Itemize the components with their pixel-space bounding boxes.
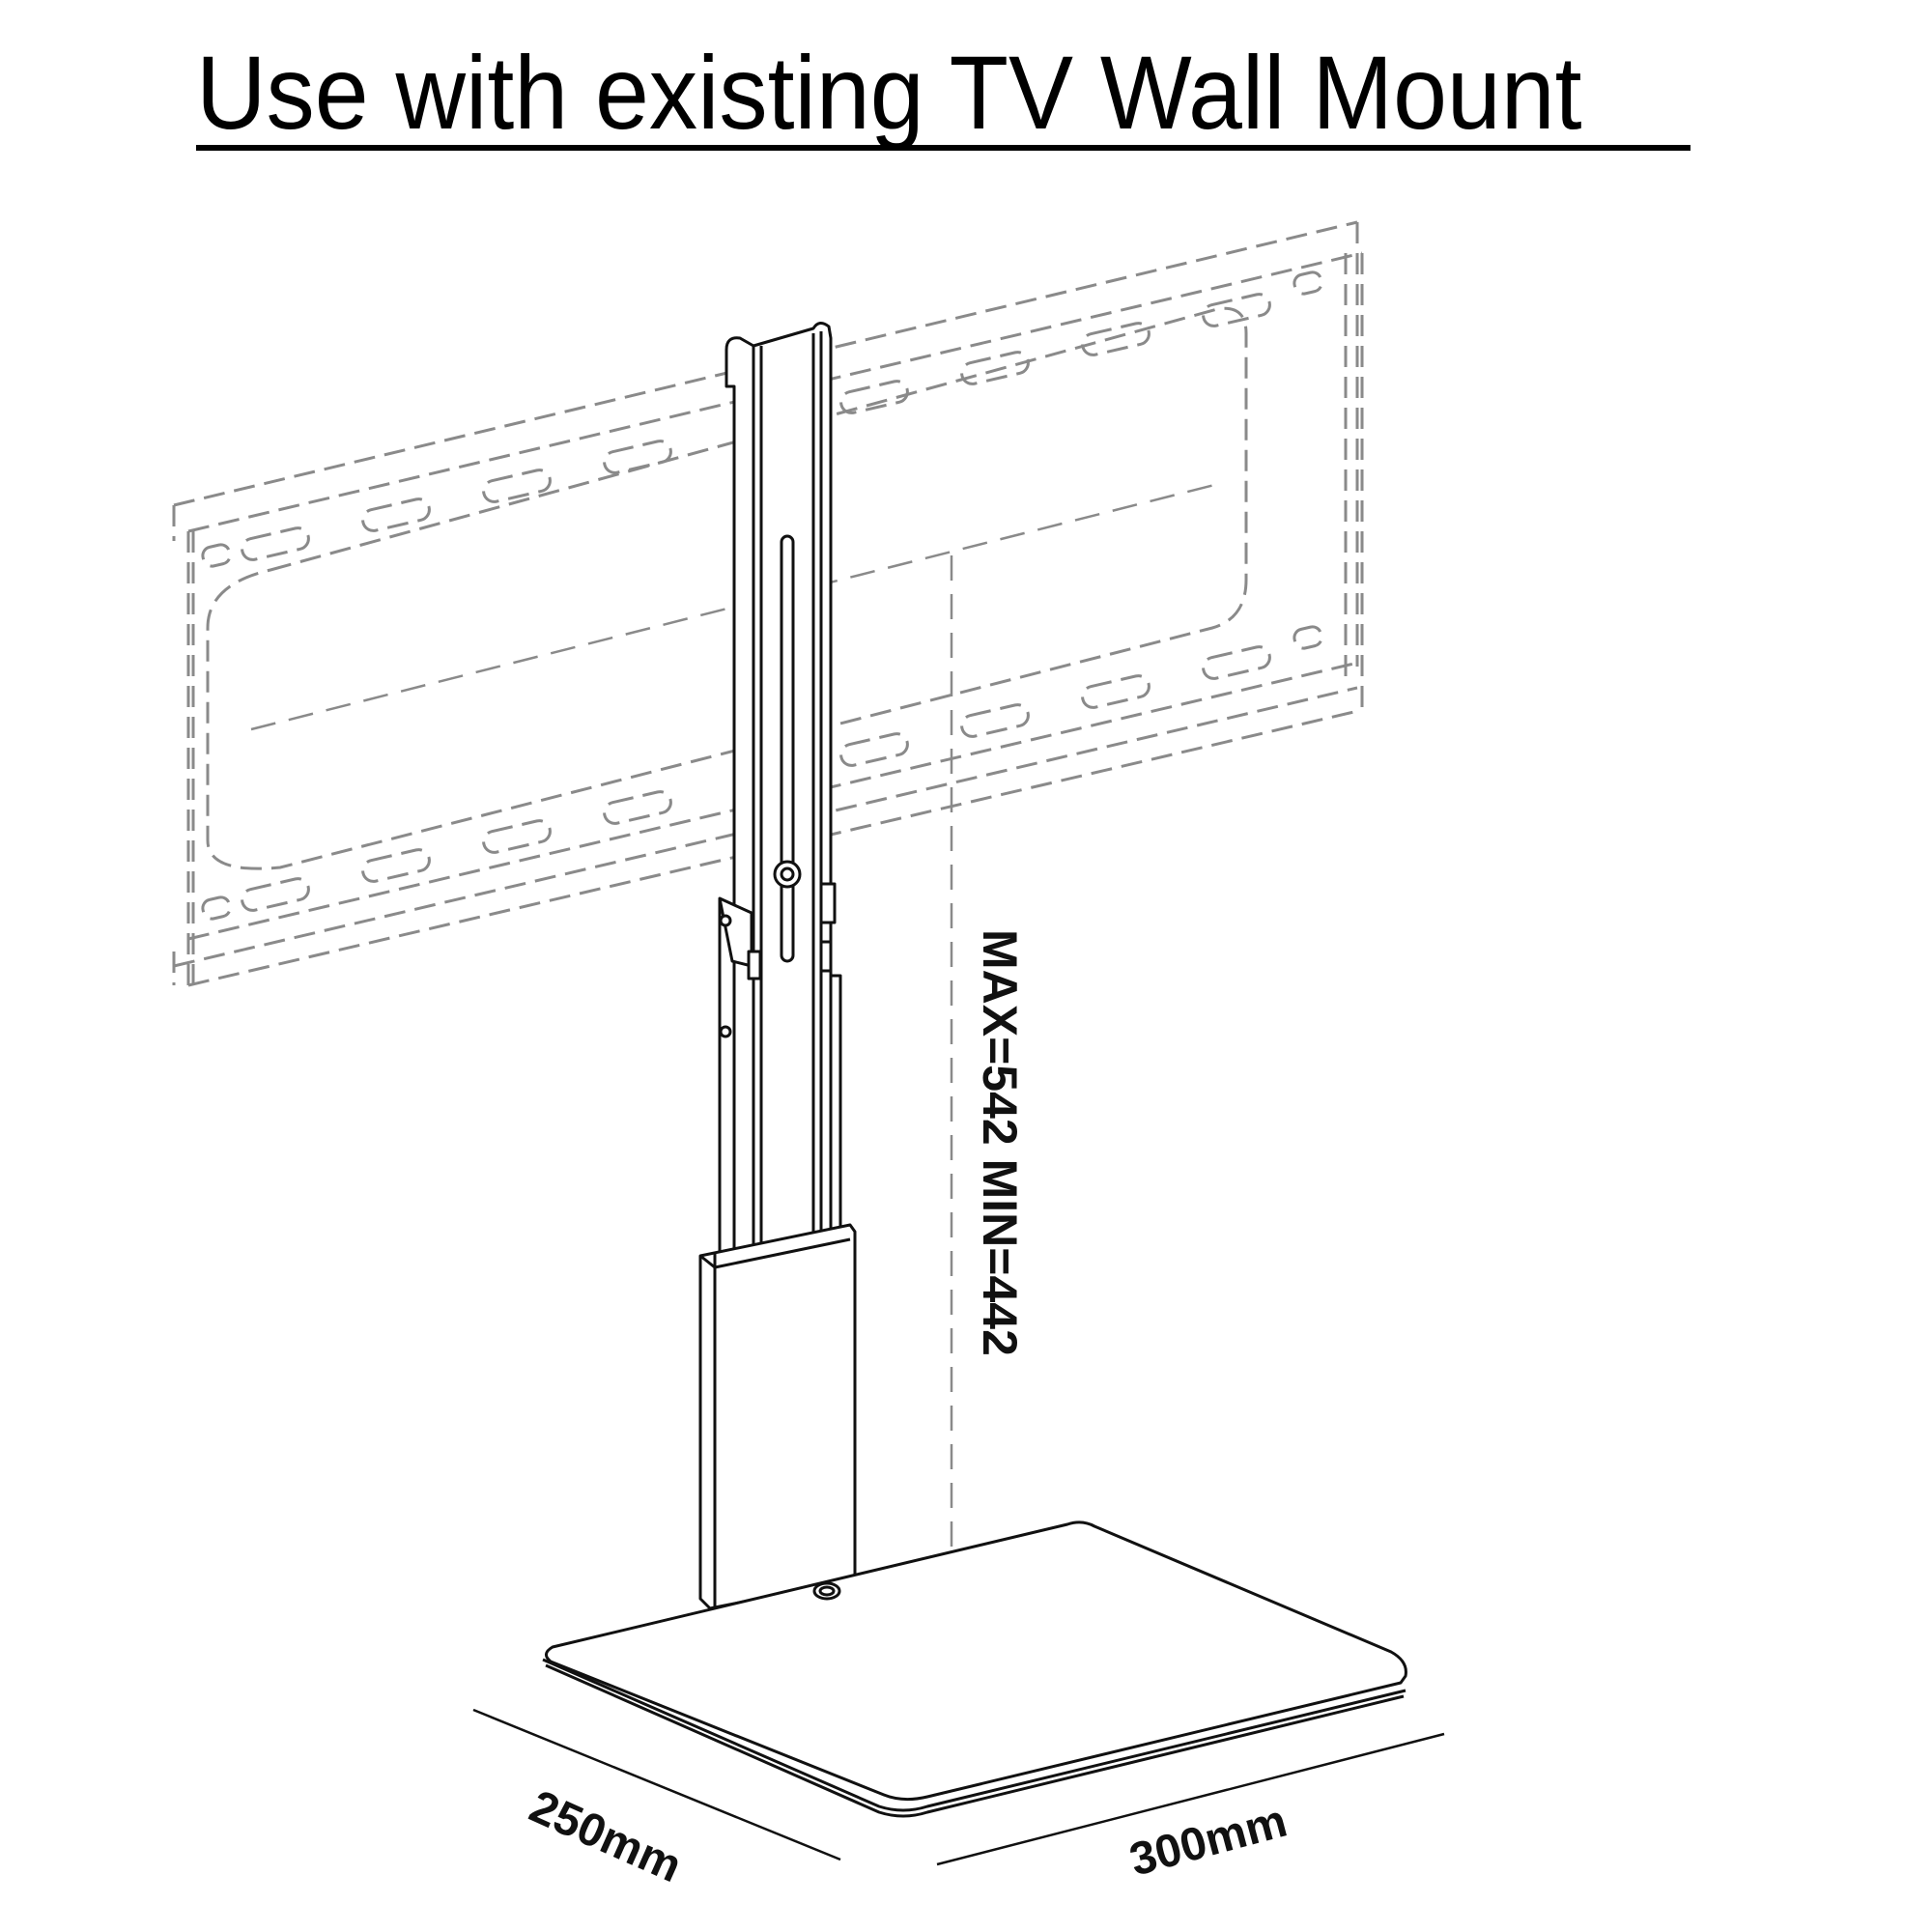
- page-title: Use with existing TV Wall Mount: [196, 34, 1582, 151]
- stand-column: [718, 322, 842, 1272]
- mount-slots-top: [201, 270, 1323, 568]
- column-sleeve: [698, 1223, 857, 1610]
- width-dimension-line: [936, 1732, 1445, 1866]
- base-plate: [542, 1520, 1407, 1818]
- depth-label: 250mm: [523, 1781, 690, 1893]
- title-underline: [196, 145, 1690, 151]
- mount-slots-bottom: [201, 625, 1323, 921]
- depth-dimension-line: [472, 1708, 841, 1861]
- height-range-label: MAX=542 MIN=442: [973, 929, 1027, 1356]
